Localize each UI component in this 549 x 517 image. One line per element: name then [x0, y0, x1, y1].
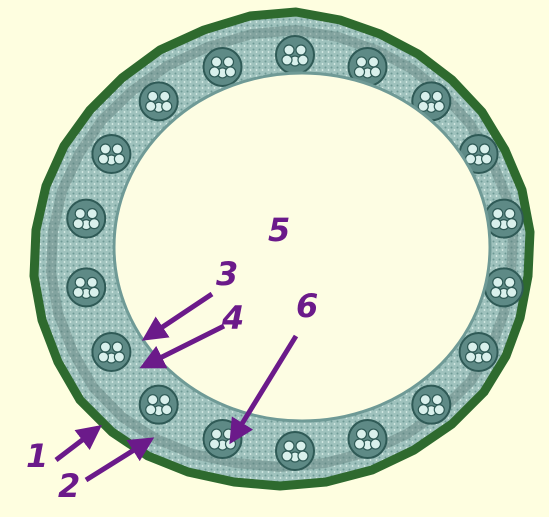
label-2: 2 — [58, 470, 80, 502]
vascular-bundle — [140, 386, 178, 424]
label-1: 1 — [26, 440, 48, 472]
label-3: 3 — [216, 258, 238, 290]
vascular-bundle — [485, 268, 523, 306]
pith — [114, 73, 490, 421]
vascular-bundle — [92, 135, 130, 173]
label-4: 4 — [222, 302, 244, 334]
vascular-bundle — [412, 386, 450, 424]
vascular-bundle — [140, 82, 178, 120]
label-6: 6 — [296, 290, 318, 322]
arrow-1 — [56, 428, 98, 460]
vascular-bundle — [67, 200, 105, 238]
vascular-bundle — [92, 333, 130, 371]
vascular-bundle — [460, 333, 498, 371]
vascular-bundle — [67, 268, 105, 306]
arrow-2 — [86, 440, 150, 480]
vascular-bundle — [203, 420, 241, 458]
vascular-bundle — [276, 36, 314, 74]
vascular-bundle — [349, 420, 387, 458]
label-5: 5 — [268, 214, 290, 246]
vascular-bundle — [276, 432, 314, 470]
vascular-bundle — [203, 48, 241, 86]
